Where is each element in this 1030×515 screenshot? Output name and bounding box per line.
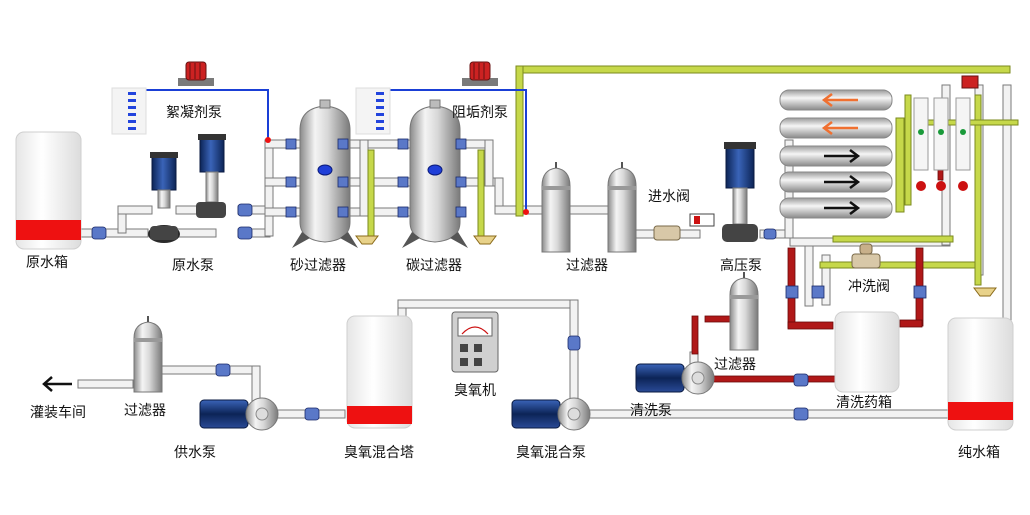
cleaning-chemical-tank [834, 311, 900, 393]
carbon-filter-label: 碳过滤器 [406, 258, 462, 274]
pure-tank-label: 纯水箱 [958, 445, 1000, 461]
pure-water-tank [947, 317, 1014, 431]
antiscalant-pump-label: 阻垢剂泵 [452, 105, 508, 121]
cartridge-filter-2 [607, 162, 637, 253]
carbon-filter-vessel [402, 99, 468, 248]
ro-membrane-array [779, 89, 893, 219]
supply-pump-label: 供水泵 [174, 445, 216, 461]
cartridge-filter-supply [133, 316, 163, 393]
flush-valve-label: 冲洗阀 [848, 279, 890, 295]
raw-water-pump-a[interactable] [148, 152, 180, 243]
cleaning-pump[interactable] [635, 361, 715, 395]
dosing-point [523, 209, 529, 215]
ozone-tower-label: 臭氧混合塔 [344, 445, 414, 461]
dosing-point [265, 137, 271, 143]
ozone-generator[interactable] [451, 311, 499, 373]
inlet-valve-label: 进水阀 [648, 189, 690, 205]
drain-funnels [355, 235, 997, 297]
cleaning-tank-label: 清洗药箱 [836, 395, 892, 411]
supply-pump[interactable] [199, 397, 279, 431]
flush-valve[interactable] [851, 243, 881, 269]
cartridge-filter-cleaning [729, 272, 759, 351]
ozone-machine-label: 臭氧机 [454, 383, 496, 399]
raw-tank-label: 原水箱 [26, 255, 68, 271]
raw-water-tank [15, 131, 82, 250]
flocculant-dosing-pump[interactable] [178, 61, 214, 86]
filter-3-label: 过滤器 [124, 403, 166, 419]
raw-pump-label: 原水泵 [172, 258, 214, 274]
filter-1-label: 过滤器 [566, 258, 608, 274]
filling-room-label: 灌装车间 [30, 405, 86, 421]
inline-valves[interactable] [91, 138, 927, 421]
ozone-mixing-pump[interactable] [511, 397, 591, 431]
sand-filter-vessel [292, 99, 358, 248]
flowmeter-panel [913, 75, 979, 191]
antiscalant-dosing-tank [355, 87, 391, 135]
hp-pump-label: 高压泵 [720, 258, 762, 274]
cartridge-filter-1 [541, 162, 571, 253]
flocculant-pump-label: 絮凝剂泵 [166, 105, 222, 121]
cleaning-pump-label: 清洗泵 [630, 403, 672, 419]
outlet-arrow-icon [42, 376, 72, 392]
raw-water-pump-b[interactable] [196, 134, 226, 218]
ozone-mixing-tower [346, 315, 413, 429]
ozone-pump-label: 臭氧混合泵 [516, 445, 586, 461]
antiscalant-dosing-pump[interactable] [462, 61, 498, 86]
sand-filter-label: 砂过滤器 [290, 258, 346, 274]
filter-2-label: 过滤器 [714, 357, 756, 373]
flocculant-dosing-tank [111, 87, 147, 135]
inlet-valve[interactable] [653, 213, 715, 241]
dosing-lines [142, 89, 527, 210]
flow-arrows [821, 93, 861, 215]
high-pressure-pump[interactable] [722, 142, 758, 242]
